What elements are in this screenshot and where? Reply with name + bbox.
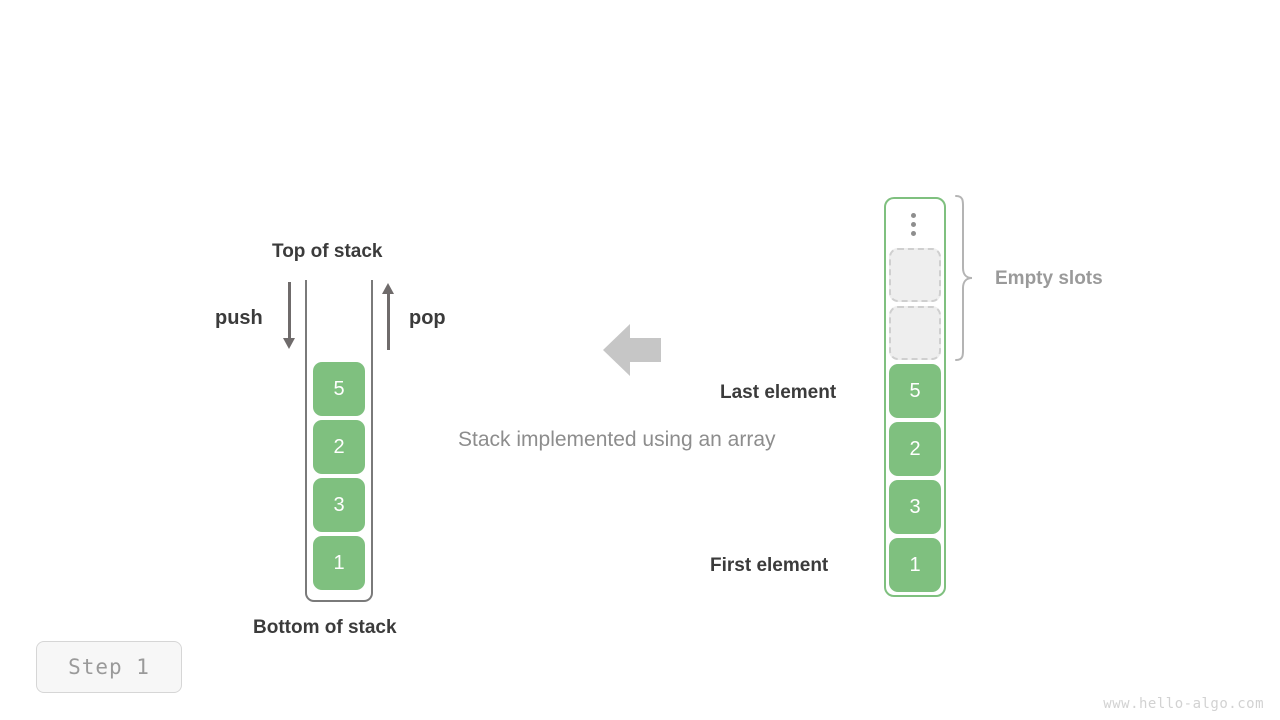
ellipsis-dot [911,231,916,236]
stack-cell: 1 [313,536,365,590]
stack-cell: 5 [313,362,365,416]
stack-cell-list: 5 2 3 1 [313,362,365,590]
array-cell-list: 5 2 3 1 [889,248,941,592]
vertical-ellipsis-icon [909,213,918,236]
push-arrow-shaft [288,282,291,340]
bottom-of-stack-label: Bottom of stack [253,617,397,638]
first-element-label: First element [710,555,829,576]
last-element-label: Last element [720,382,837,403]
diagram-caption: Stack implemented using an array [458,428,776,451]
array-empty-slot [889,248,941,302]
top-of-stack-label: Top of stack [272,241,383,262]
curly-brace-icon [952,194,974,362]
arrow-up-icon [382,283,394,294]
array-cell: 1 [889,538,941,592]
pop-label: pop [409,307,446,329]
array-container [884,197,946,597]
arrow-down-icon [283,338,295,349]
array-cell: 3 [889,480,941,534]
step-badge: Step 1 [36,641,182,693]
arrow-left-icon [603,322,661,378]
array-cell: 2 [889,422,941,476]
ellipsis-dot [911,213,916,218]
stack-container [305,280,373,602]
push-label: push [215,307,263,329]
array-empty-slot [889,306,941,360]
watermark: www.hello-algo.com [1103,696,1264,712]
array-cell: 5 [889,364,941,418]
ellipsis-dot [911,222,916,227]
empty-slots-label: Empty slots [995,268,1103,289]
pop-arrow-shaft [387,293,390,350]
stack-cell: 2 [313,420,365,474]
stack-cell: 3 [313,478,365,532]
